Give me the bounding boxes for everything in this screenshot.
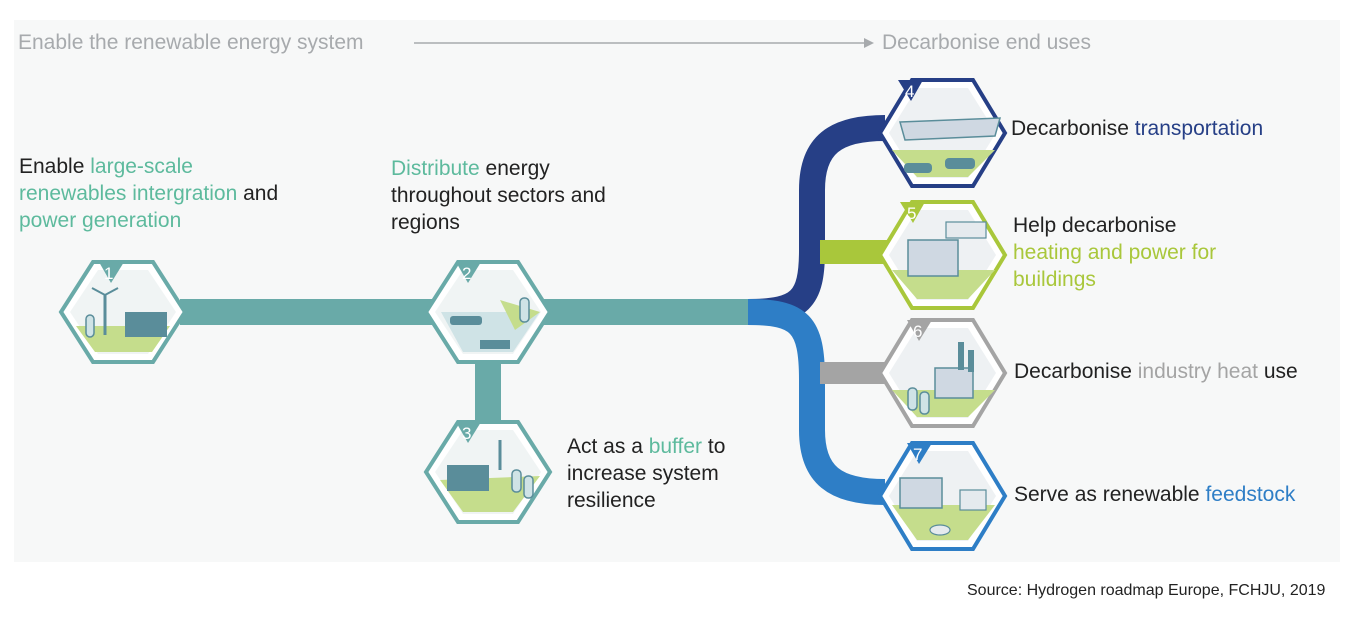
step-7-badge [907,443,932,464]
hex-step-3: 3 [423,420,553,524]
hex-step-1: 1 [58,260,188,364]
step-2-number: 2 [462,264,471,283]
step-3-number: 3 [462,424,471,443]
step-5-label: Help decarbonise heating and power for b… [1013,212,1243,293]
step-3-highlight: buffer [648,435,703,458]
fuel-station-icon [899,117,1001,141]
step-7-number: 7 [913,445,922,464]
step-2-label: Distribute energy throughout sectors and… [391,155,611,236]
tank-icon [929,524,951,536]
fuel-cell-building-icon [907,239,959,277]
step-3-text-post: to increase system resilience [567,435,726,512]
step-6-badge [907,320,932,341]
truck-icon [480,340,510,349]
step-4-highlight: transportation [1134,117,1264,140]
feedstock-pipe [747,299,886,505]
step-4-number: 4 [905,82,914,101]
ship-icon [450,316,482,325]
step-3-text: Act as a [567,435,649,458]
storage-tank-icon [511,469,522,493]
header-enable-system: Enable the renewable energy system [18,31,364,54]
step-1-text: Enable [19,155,91,178]
step-1-highlight: large-scale renewables intergration [19,155,238,205]
car-icon [904,163,932,173]
step-7-highlight: feedstock [1205,483,1296,506]
container-icon [125,312,167,337]
step-6-text-post: use [1257,360,1298,383]
hex-step-4: 4 [877,78,1008,188]
step-5-text: Help decarbonise [1013,214,1177,237]
step-2-highlight: Distribute [391,157,480,180]
step-6-highlight: industry heat [1137,360,1258,383]
industry-pipe [820,362,892,384]
hex-step-5: 5 [877,200,1008,310]
step-5-badge [900,202,925,223]
step-1-and: and [237,182,279,205]
step-2-text: energy throughout sectors and regions [391,157,606,234]
chemical-plant-icon [899,477,943,509]
step-4-text: Decarbonise [1011,117,1135,140]
step-5-highlight: heating and power for buildings [1013,241,1217,291]
step-1-number: 1 [104,264,113,283]
hex-step-2: 2 [423,260,553,364]
step-4-label: Decarbonise transportation [1011,115,1341,142]
step-1-label: Enable large-scale renewables intergrati… [19,153,299,234]
tank-icon [519,297,530,323]
step-2-badge [456,262,481,283]
step-4-badge [898,80,923,101]
step-1-highlight-2: power generation [19,209,182,232]
diagram-panel [14,20,1340,562]
header-arrow [414,38,874,48]
step-6-label: Decarbonise industry heat use [1014,358,1344,385]
hex-step-7: 7 [877,441,1008,551]
source-note: Source: Hydrogen roadmap Europe, FCHJU, … [967,582,1326,599]
step-6-text: Decarbonise [1014,360,1138,383]
factory-icon [934,367,974,399]
hex-step-6: 6 [877,318,1008,428]
step-7-text: Serve as renewable [1014,483,1206,506]
step-7-label: Serve as renewable feedstock [1014,481,1344,508]
header-decarbonise-end-uses: Decarbonise end uses [882,31,1091,54]
transport-pipe [747,115,886,325]
step-5-number: 5 [907,204,916,223]
fuel-cell-icon [447,465,489,491]
step-6-number: 6 [913,322,922,341]
step-1-badge [99,262,124,283]
step-3-label: Act as a buffer to increase system resil… [567,433,767,514]
step-3-badge [456,422,481,443]
